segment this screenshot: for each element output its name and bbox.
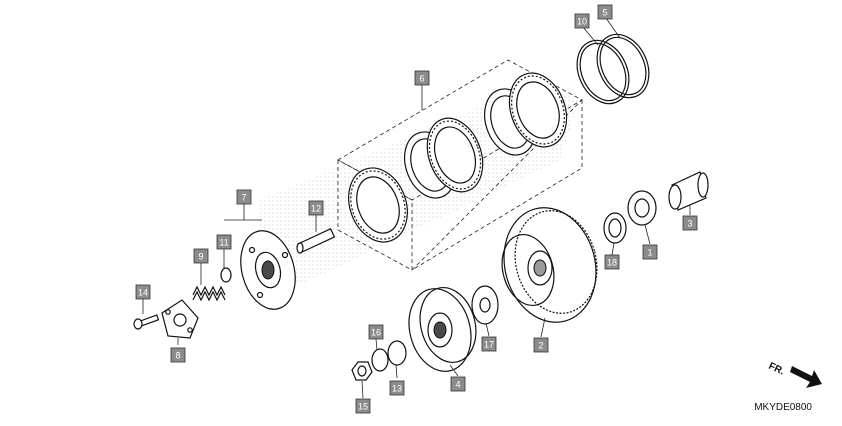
clutch-plates — [348, 72, 568, 243]
callout-18: 18 — [604, 254, 620, 270]
pressure-plate — [240, 230, 296, 310]
svg-text:16: 16 — [371, 328, 381, 338]
svg-text:7: 7 — [241, 193, 246, 203]
callout-3: 3 — [682, 215, 698, 231]
svg-text:3: 3 — [687, 219, 692, 229]
diagram-reference-code: MKYDE0800 — [754, 402, 812, 413]
clutch-outer — [501, 207, 598, 323]
svg-text:1: 1 — [647, 248, 652, 258]
callout-11: 11 — [216, 234, 232, 250]
svg-text:5: 5 — [602, 8, 607, 18]
lifter-plate — [161, 299, 199, 339]
svg-text:11: 11 — [219, 238, 228, 248]
callout-13: 13 — [389, 380, 405, 396]
collar — [668, 171, 709, 211]
lock-washer — [371, 348, 389, 372]
callout-5: 5 — [597, 4, 613, 20]
arrow-right-icon — [790, 366, 822, 388]
callout-9: 9 — [193, 248, 209, 264]
lock-nut — [351, 361, 373, 381]
callout-17: 17 — [481, 336, 497, 352]
front-direction-indicator: FR. — [767, 361, 822, 388]
lifter-rod — [296, 227, 336, 254]
callout-14: 14 — [135, 284, 151, 300]
clutch-center — [408, 287, 477, 372]
bolt — [133, 314, 160, 330]
svg-text:4: 4 — [455, 380, 460, 390]
callout-2: 2 — [533, 337, 549, 353]
callout-10: 10 — [574, 13, 590, 29]
callout-6: 6 — [414, 70, 430, 86]
svg-text:2: 2 — [538, 341, 543, 351]
svg-text:10: 10 — [577, 17, 587, 27]
callout-15: 15 — [355, 398, 371, 414]
svg-text:17: 17 — [484, 340, 494, 350]
svg-text:12: 12 — [311, 204, 321, 214]
callout-12: 12 — [308, 200, 324, 216]
callout-7: 7 — [236, 189, 252, 205]
leader-lines — [142, 17, 691, 399]
svg-text:8: 8 — [175, 351, 180, 361]
clutch-spring — [192, 267, 232, 302]
callout-1: 1 — [642, 244, 658, 260]
svg-text:9: 9 — [198, 252, 203, 262]
outer-guide — [627, 190, 657, 226]
callout-16: 16 — [368, 324, 384, 340]
svg-text:18: 18 — [607, 258, 617, 268]
wire-rings — [576, 33, 650, 105]
needle-bearing — [603, 212, 627, 244]
callout-4: 4 — [450, 376, 466, 392]
svg-text:14: 14 — [138, 288, 148, 298]
callout-8: 8 — [170, 347, 186, 363]
svg-text:15: 15 — [358, 402, 368, 412]
svg-text:6: 6 — [419, 74, 424, 84]
svg-text:FR.: FR. — [767, 361, 786, 378]
thrust-washer — [471, 285, 499, 325]
svg-text:13: 13 — [392, 384, 402, 394]
plain-washer — [387, 340, 407, 366]
